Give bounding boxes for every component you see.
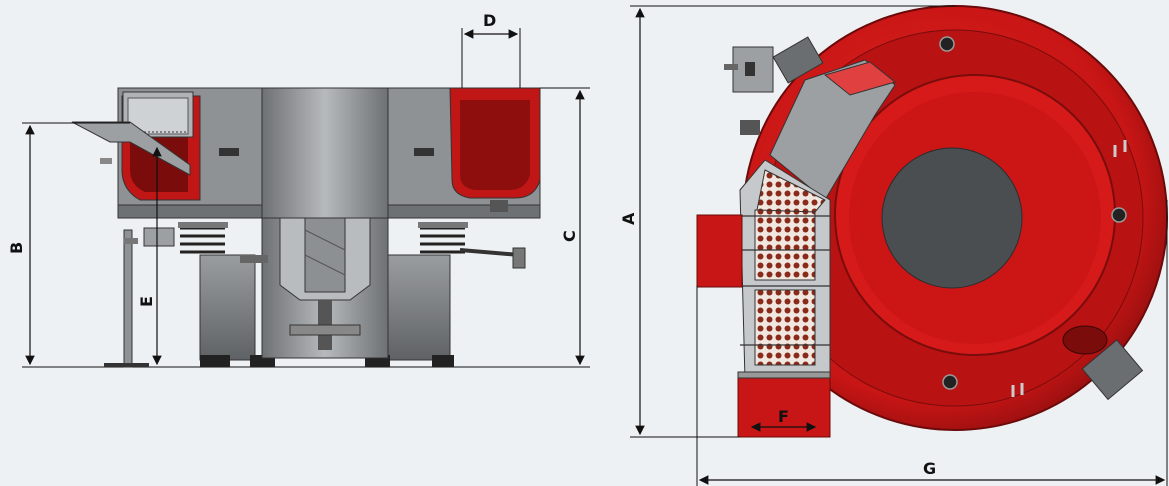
dimension-label-e: E xyxy=(137,295,156,307)
dimension-label-c: C xyxy=(560,229,579,242)
dimension-label-g: G xyxy=(923,459,937,478)
top-view xyxy=(696,5,1168,438)
dimension-label-b: B xyxy=(7,241,26,254)
dimension-label-a: A xyxy=(619,212,638,225)
top-view-dimensions xyxy=(630,5,1168,486)
dimension-label-d: D xyxy=(483,11,497,30)
dimension-label-f: F xyxy=(778,407,790,426)
side-section-view xyxy=(30,87,541,368)
side-view-dimensions xyxy=(22,28,590,368)
